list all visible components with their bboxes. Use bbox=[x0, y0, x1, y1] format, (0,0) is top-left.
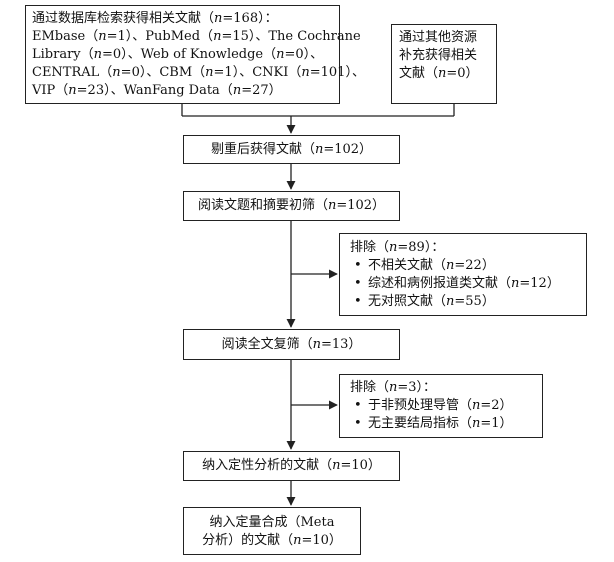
exclusion-1-item: 无对照文献（n=55） bbox=[350, 293, 586, 311]
exclusion-2-list: 于非预处理导管（n=2） 无主要结局指标（n=1） bbox=[350, 397, 542, 433]
exclusion-1-item: 不相关文献（n=22） bbox=[350, 257, 586, 275]
qualitative-text: 纳入定性分析的文献（n=10） bbox=[202, 458, 381, 473]
exclusion-1-item: 综述和病例报道类文献（n=12） bbox=[350, 275, 586, 293]
fulltext-text: 阅读全文复筛（n=13） bbox=[221, 336, 362, 352]
quantitative-box: 纳入定量合成（Meta 分析）的文献（n=10） bbox=[183, 507, 361, 555]
search-line-4: CENTRAL（n=0）、CBM（n=1）、CNKI（n=101）、 bbox=[32, 65, 365, 80]
other-line-2: 补充获得相关 bbox=[399, 48, 478, 63]
dedup-box: 剔重后获得文献（n=102） bbox=[183, 135, 400, 164]
search-line-1: 通过数据库检索获得相关文献（n=168）： bbox=[32, 11, 278, 26]
exclusion-2-item: 于非预处理导管（n=2） bbox=[350, 397, 542, 415]
other-sources-box: 通过其他资源 补充获得相关 文献（n=0） bbox=[391, 24, 497, 104]
qualitative-box: 纳入定性分析的文献（n=10） bbox=[183, 451, 400, 481]
screening-text: 阅读文题和摘要初筛（n=102） bbox=[197, 198, 386, 213]
screening-box: 阅读文题和摘要初筛（n=102） bbox=[183, 191, 400, 221]
dedup-text: 剔重后获得文献（n=102） bbox=[210, 141, 373, 157]
database-search-box: 通过数据库检索获得相关文献（n=168）： EMbase（n=1）、PubMed… bbox=[25, 5, 365, 104]
other-line-3: 文献（n=0） bbox=[399, 66, 479, 81]
other-line-1: 通过其他资源 bbox=[399, 30, 478, 45]
quantitative-line-1: 纳入定量合成（Meta bbox=[209, 515, 335, 530]
exclusion-1-title: 排除（n=89）： bbox=[350, 240, 445, 255]
search-line-3: Library（n=0）、Web of Knowledge（n=0）、 bbox=[32, 47, 324, 62]
quantitative-line-2: 分析）的文献（n=10） bbox=[202, 533, 342, 548]
exclusion-2-item: 无主要结局指标（n=1） bbox=[350, 415, 542, 433]
search-line-2: EMbase（n=1）、PubMed（n=15）、The Cochrane bbox=[32, 29, 361, 44]
exclusion-box-2: 排除（n=3）： 于非预处理导管（n=2） 无主要结局指标（n=1） bbox=[339, 374, 543, 438]
exclusion-1-list: 不相关文献（n=22） 综述和病例报道类文献（n=12） 无对照文献（n=55） bbox=[350, 257, 586, 311]
exclusion-box-1: 排除（n=89）： 不相关文献（n=22） 综述和病例报道类文献（n=12） 无… bbox=[339, 233, 587, 316]
exclusion-2-title: 排除（n=3）： bbox=[350, 380, 437, 395]
search-line-5: VIP（n=23）、WanFang Data（n=27） bbox=[32, 83, 282, 98]
fulltext-box: 阅读全文复筛（n=13） bbox=[183, 329, 400, 360]
